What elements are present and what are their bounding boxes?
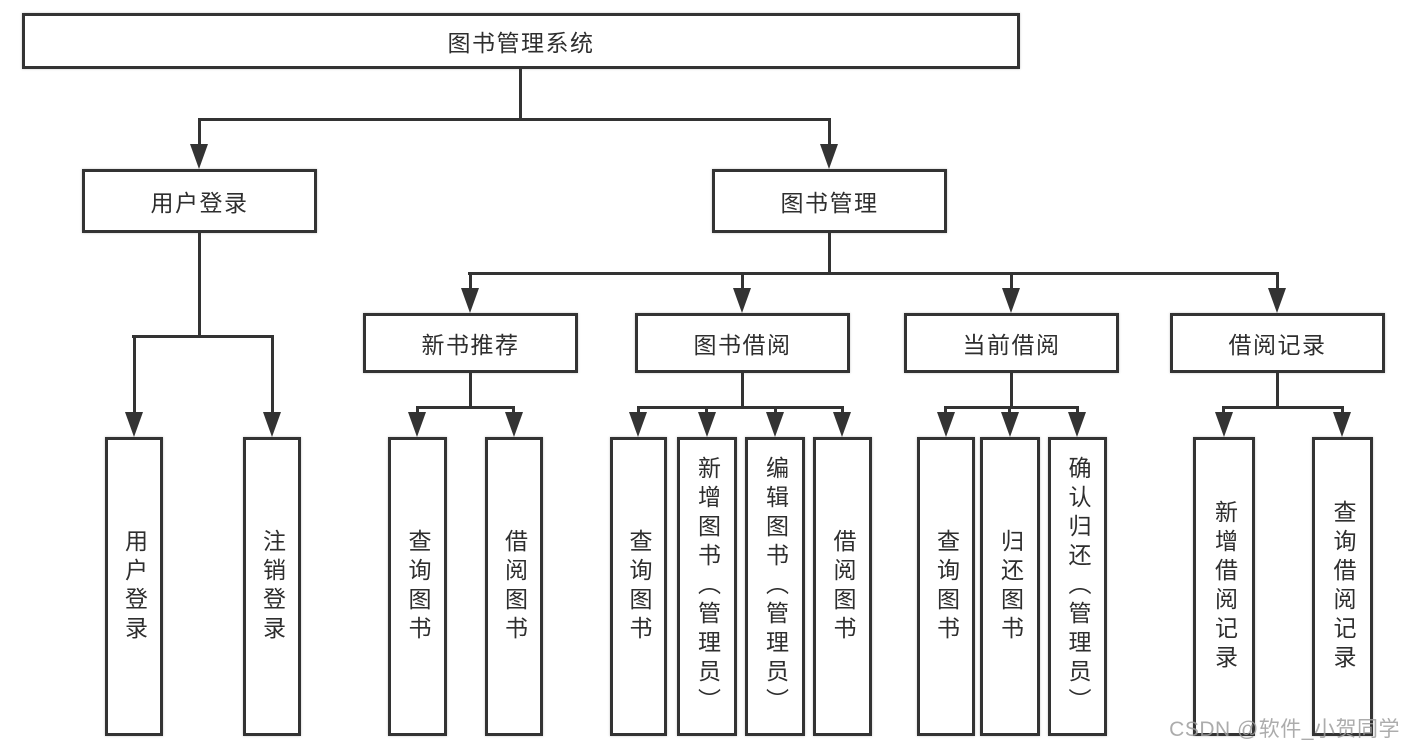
leaf-nb-borrow-books-label: 借阅图书 <box>501 528 528 645</box>
leaf-cb-confirm-return-admin-label: 确认归还（管理员） <box>1065 456 1091 717</box>
node-book-borrow-label: 图书借阅 <box>693 332 792 358</box>
leaf-bb-edit-books-admin: 编辑图书（管理员） <box>745 437 805 736</box>
connector-book-borrow-bar <box>637 406 844 409</box>
leaf-cb-return-books: 归还图书 <box>980 437 1040 736</box>
arrow-bb-add <box>698 412 716 437</box>
arrow-current-borrow <box>1002 288 1020 313</box>
leaf-bb-add-books-admin: 新增图书（管理员） <box>677 437 737 736</box>
leaf-cb-query-books-label: 查询图书 <box>933 528 960 645</box>
connector-new-book-stem <box>469 373 472 409</box>
arrow-leaf-user-login <box>125 412 143 437</box>
node-book-management: 图书管理 <box>712 169 947 233</box>
connector-book-borrow-stem <box>741 373 744 409</box>
connector-drop-book-borrow <box>741 272 744 292</box>
leaf-user-login-label: 用户登录 <box>121 528 148 645</box>
leaf-nb-query-books-label: 查询图书 <box>405 528 431 645</box>
arrow-bb-borrow <box>833 412 851 437</box>
arrow-cb-return <box>1001 412 1019 437</box>
leaf-br-add-record-label: 新增借阅记录 <box>1211 499 1238 674</box>
connector-current-borrow-stem <box>1010 373 1013 409</box>
connector-current-borrow-bar <box>944 406 1079 409</box>
connector-borrow-records-stem <box>1276 373 1279 409</box>
connector-new-book-bar <box>416 406 515 409</box>
connector-root-stem <box>519 69 522 121</box>
leaf-cb-return-books-label: 归还图书 <box>997 528 1024 645</box>
connector-drop-leaf-user-login <box>133 335 136 415</box>
node-new-book-recommend-label: 新书推荐 <box>421 332 520 358</box>
leaf-br-add-record: 新增借阅记录 <box>1193 437 1255 736</box>
leaf-bb-edit-books-admin-label: 编辑图书（管理员） <box>762 456 789 717</box>
node-current-borrow-label: 当前借阅 <box>962 332 1061 358</box>
arrow-leaf-logout <box>263 412 281 437</box>
arrow-cb-confirm <box>1068 412 1086 437</box>
leaf-nb-borrow-books: 借阅图书 <box>485 437 543 736</box>
leaf-bb-borrow-books: 借阅图书 <box>813 437 872 736</box>
node-borrow-records: 借阅记录 <box>1170 313 1385 373</box>
node-current-borrow: 当前借阅 <box>904 313 1119 373</box>
arrow-book-borrow <box>733 288 751 313</box>
node-book-borrow: 图书借阅 <box>635 313 850 373</box>
connector-drop-current-borrow <box>1010 272 1013 292</box>
node-borrow-records-label: 借阅记录 <box>1228 332 1327 358</box>
connector-user-login-bar <box>132 335 274 338</box>
arrow-user-login <box>190 144 208 169</box>
leaf-cb-confirm-return-admin: 确认归还（管理员） <box>1048 437 1107 736</box>
arrow-nb-borrow <box>505 412 523 437</box>
leaf-nb-query-books: 查询图书 <box>388 437 447 736</box>
leaf-br-query-record-label: 查询借阅记录 <box>1330 499 1356 674</box>
leaf-logout: 注销登录 <box>243 437 301 736</box>
leaf-bb-query-books: 查询图书 <box>610 437 667 736</box>
connector-drop-user-login <box>198 118 201 150</box>
node-user-login-label: 用户登录 <box>150 190 249 216</box>
arrow-bb-edit <box>766 412 784 437</box>
csdn-watermark: CSDN @软件_小贺同学 <box>1169 718 1400 741</box>
connector-book-management-stem <box>828 233 831 274</box>
node-root-label: 图书管理系统 <box>447 30 595 56</box>
arrow-nb-query <box>408 412 426 437</box>
connector-drop-book-management <box>828 118 831 150</box>
leaf-cb-query-books: 查询图书 <box>917 437 975 736</box>
node-book-management-label: 图书管理 <box>780 190 879 216</box>
arrow-br-add <box>1215 412 1233 437</box>
arrow-book-management <box>820 144 838 169</box>
arrow-new-book-recommend <box>461 288 479 313</box>
leaf-bb-add-books-admin-label: 新增图书（管理员） <box>694 456 721 717</box>
arrow-br-query <box>1333 412 1351 437</box>
arrow-cb-query <box>937 412 955 437</box>
node-root: 图书管理系统 <box>22 13 1020 69</box>
arrow-bb-query <box>629 412 647 437</box>
leaf-bb-query-books-label: 查询图书 <box>626 528 652 645</box>
leaf-user-login: 用户登录 <box>105 437 163 736</box>
leaf-logout-label: 注销登录 <box>259 528 286 645</box>
connector-borrow-records-bar <box>1222 406 1344 409</box>
connector-drop-borrow-records <box>1276 272 1279 292</box>
leaf-br-query-record: 查询借阅记录 <box>1312 437 1373 736</box>
leaf-bb-borrow-books-label: 借阅图书 <box>830 528 856 645</box>
node-new-book-recommend: 新书推荐 <box>363 313 578 373</box>
node-user-login: 用户登录 <box>82 169 317 233</box>
connector-drop-new-book-recommend <box>469 272 472 292</box>
connector-drop-leaf-logout <box>271 335 274 415</box>
connector-user-login-stem <box>198 233 201 335</box>
arrow-borrow-records <box>1268 288 1286 313</box>
connector-level3-bar <box>468 272 1279 275</box>
connector-level2-bar <box>198 118 831 121</box>
